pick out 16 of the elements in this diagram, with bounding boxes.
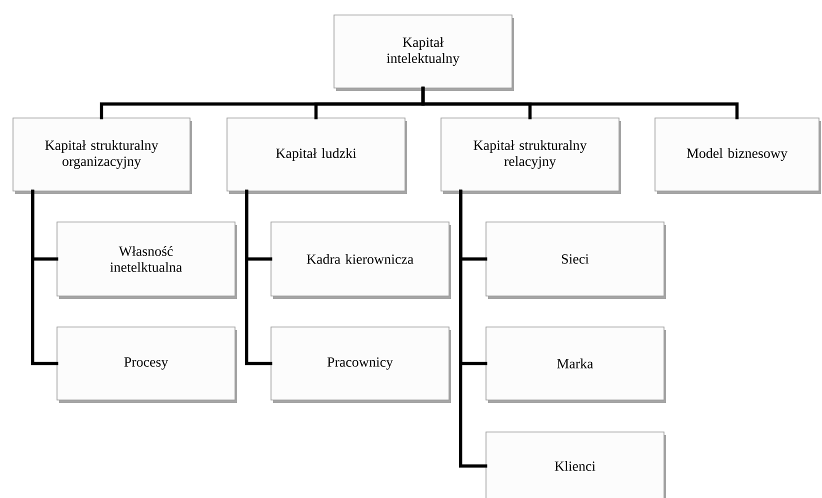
text-box: Pracownicy bbox=[270, 326, 451, 403]
connector-line bbox=[31, 190, 58, 366]
text-box: Kadra kierownicza bbox=[270, 222, 451, 299]
text-box: Kapitał strukturalny relacyjny bbox=[440, 118, 621, 194]
connector-line bbox=[421, 86, 739, 120]
text-box: Kapitał ludzki bbox=[226, 118, 407, 194]
text-box: Marka bbox=[486, 326, 666, 403]
text-box: Model biznesowy bbox=[654, 118, 821, 194]
text-box: Procesy bbox=[56, 326, 237, 403]
text-box: Kapitał strukturalny organizacyjny bbox=[12, 118, 192, 194]
text-box: Własność inetelktualna bbox=[56, 222, 237, 299]
text-box: Sieci bbox=[486, 222, 666, 299]
text-box: Klienci bbox=[486, 432, 666, 498]
connector-line bbox=[459, 190, 488, 468]
text-box: Kapitał intelektualny bbox=[334, 14, 514, 91]
connector-line bbox=[245, 190, 272, 366]
